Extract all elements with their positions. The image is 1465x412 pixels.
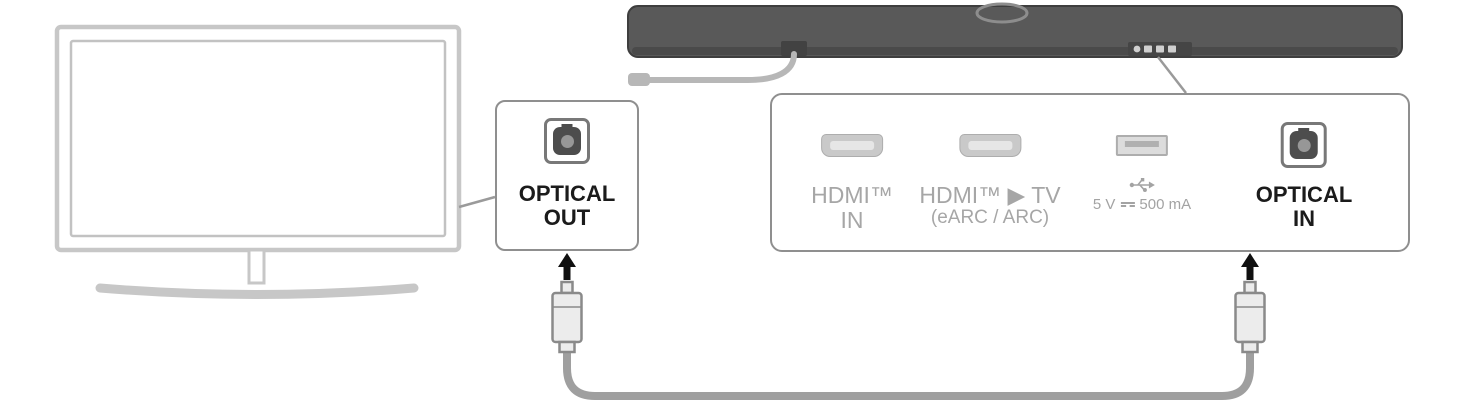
soundbar-bottom-edge	[632, 47, 1398, 55]
plug-ferrule	[1241, 340, 1259, 354]
optical-out-port	[544, 118, 590, 164]
tv-stand-base	[95, 283, 419, 299]
optical-in-port-group: OPTICAL IN	[1255, 117, 1353, 232]
cable-plug-left	[551, 253, 583, 354]
hdmi-tv-port	[959, 117, 1021, 173]
soundbar-ports-panel: HDMI™ IN HDMI™ ▶ TV (eARC / ARC)	[770, 93, 1410, 252]
optical-port-socket	[553, 127, 581, 155]
optical-port-socket	[1290, 131, 1318, 159]
soundbar-mount-ring	[975, 2, 1029, 24]
usb-volts: 5 V	[1092, 196, 1116, 213]
usb-current: 500 mA	[1139, 196, 1192, 213]
optical-port-icon	[544, 118, 590, 164]
tv-screen	[69, 39, 447, 238]
tv-illustration	[54, 24, 462, 299]
usb-port-icon	[1116, 134, 1168, 156]
power-cord	[628, 51, 797, 86]
up-arrow-icon	[1241, 253, 1259, 280]
optical-port-latch	[1298, 128, 1310, 134]
plug-body	[551, 291, 583, 344]
usb-rating-label: 5 V 500 mA	[1093, 196, 1191, 213]
optical-port-latch	[561, 124, 573, 130]
soundbar-callout-line	[1157, 56, 1187, 94]
hdmi-in-label-line1: HDMI™	[811, 182, 893, 208]
hdmi-port-icon	[821, 133, 883, 157]
plug-body	[1234, 291, 1266, 344]
hdmi-tv-label-line2: (eARC / ARC)	[930, 207, 1050, 229]
plug-ferrule	[558, 340, 576, 354]
hdmi-in-port-group: HDMI™ IN	[811, 117, 893, 234]
optical-port-hole	[1297, 138, 1311, 152]
soundbar-illustration	[627, 2, 1403, 58]
cable-plug-right	[1234, 253, 1266, 354]
soundbar-power-notch	[781, 41, 807, 56]
hdmi-port-slot	[968, 140, 1012, 150]
optical-out-callout: OPTICAL OUT	[495, 100, 639, 251]
up-arrow-icon	[558, 253, 576, 280]
hdmi-in-port	[821, 117, 883, 173]
optical-port-hole	[560, 134, 574, 148]
hdmi-in-label-line2: IN	[840, 207, 864, 234]
hdmi-port-icon	[959, 133, 1021, 157]
plug-tip	[1243, 280, 1257, 295]
usb-port	[1116, 117, 1168, 173]
usb-port-group: 5 V 500 mA	[1093, 117, 1191, 213]
tv-callout-line	[458, 195, 496, 209]
optical-in-label-line1: OPTICAL	[1255, 182, 1353, 207]
hdmi-port-slot	[830, 140, 874, 150]
optical-cable	[563, 352, 1254, 400]
usb-trident-icon	[1129, 178, 1155, 192]
optical-in-label-line2: IN	[1293, 206, 1315, 232]
tv-stand-neck	[247, 248, 266, 285]
optical-in-port	[1281, 117, 1327, 173]
optical-port-icon	[1281, 122, 1327, 168]
usb-port-tongue	[1125, 140, 1159, 147]
power-plug	[628, 73, 650, 86]
optical-out-label-line1: OPTICAL	[518, 181, 616, 206]
dc-symbol-icon	[1120, 202, 1135, 207]
hdmi-tv-port-group: HDMI™ ▶ TV (eARC / ARC)	[919, 117, 1061, 229]
optical-out-label-line2: OUT	[543, 205, 591, 231]
plug-tip	[560, 280, 574, 295]
soundbar-connector-cluster	[1128, 42, 1192, 56]
hdmi-tv-label-line1: HDMI™ ▶ TV	[919, 182, 1061, 208]
